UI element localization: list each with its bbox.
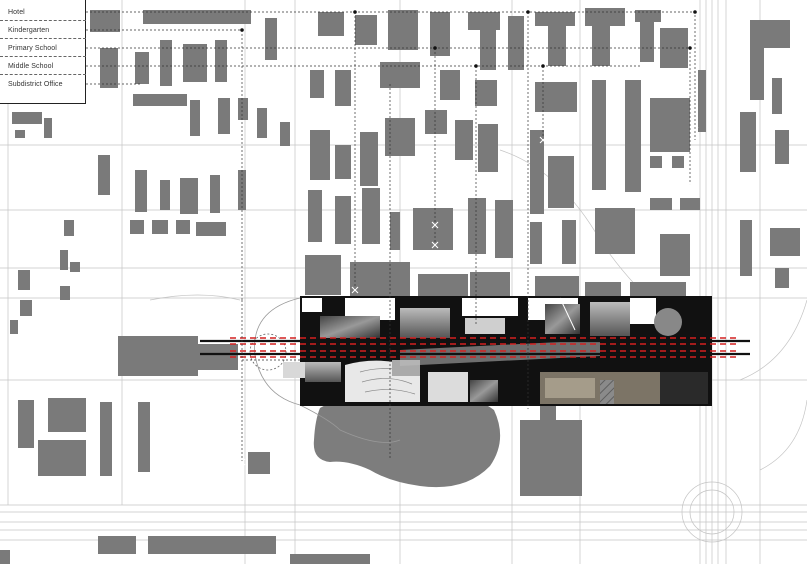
dot-node-icon [693,10,697,14]
rail-tracks [200,337,750,358]
dot-node-icon [474,64,478,68]
dot-node-icon [433,46,437,50]
dot-node-icon [353,10,357,14]
dot-node-icon [541,64,545,68]
legend-item-primary-school: Primary School [8,45,57,52]
building-footprints [0,8,800,564]
legend-item-subdistrict-office: Subdistrict Office [8,81,63,88]
node-circle [249,333,287,371]
site-boundary-curve [254,297,401,443]
cross-marker-icon [691,126,699,134]
station-site [283,296,712,406]
cross-marker-icon [431,221,439,229]
cross-marker-icon [351,286,359,294]
legend-divider [0,38,86,39]
cross-marker-icon [431,241,439,249]
legend-item-middle-school: Middle School [8,63,54,70]
legend-divider [0,74,86,75]
pond [313,396,501,488]
dot-node-icon [526,10,530,14]
leader-nodes [240,10,697,68]
cross-marker-icon [686,181,694,189]
legend-item-kindergarten: Kindergarten [8,27,50,34]
dot-node-icon [688,46,692,50]
cross-marker-icon [238,458,246,466]
facility-legend: Hotel Kindergarten Primary School Middle… [0,0,86,104]
legend-divider [0,56,86,57]
facility-markers [238,126,699,466]
cross-marker-icon [539,136,547,144]
legend-item-hotel: Hotel [8,9,25,16]
dot-node-icon [240,28,244,32]
legend-divider [0,20,86,21]
cross-marker-icon [524,406,532,414]
